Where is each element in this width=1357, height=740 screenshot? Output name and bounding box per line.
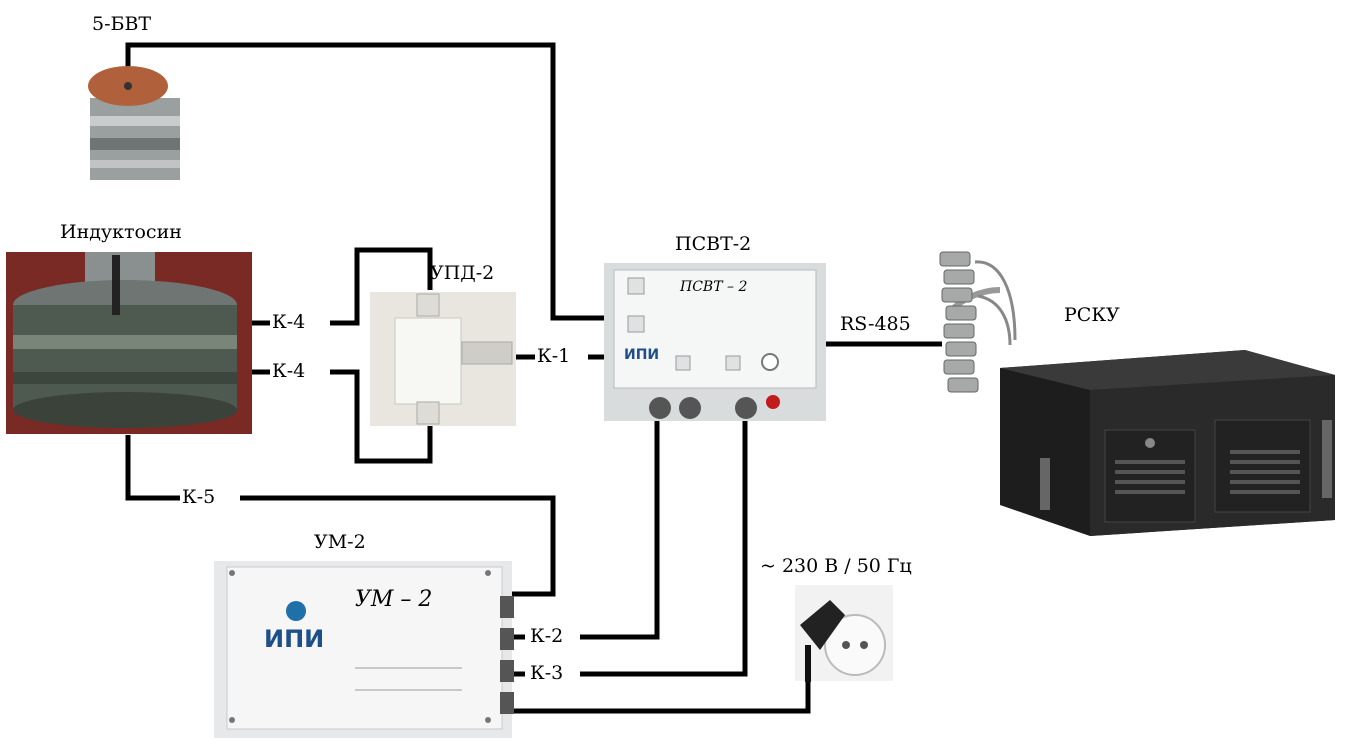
cable-label-k2: К-2 [528,625,565,647]
cable-label-k5: К-5 [180,486,217,508]
power-socket-image [795,585,893,682]
psvt2-title: ПСВТ-2 [675,233,751,255]
cable-label-k4-top: К-4 [270,311,307,333]
bvt-title: 5-БВТ [92,13,151,35]
um2-panel-title: УМ – 2 [355,589,432,611]
pcku-image [1000,350,1335,536]
upd2-image [370,292,516,426]
pcku-title: РСКУ [1064,304,1120,326]
cable-k2-b [580,420,657,637]
cable-k5-a [128,435,180,498]
psvt2-panel-title: ПСВТ – 2 [680,276,747,298]
cable-power [512,682,808,711]
bvt-sensor-image [88,66,180,180]
inductosin-image [6,252,252,434]
power-label: ~ 230 В / 50 Гц [760,555,912,577]
um2-title: УМ-2 [314,531,366,553]
um2-logo: ИПИ [264,628,324,650]
inductosin-title: Индуктосин [60,221,182,243]
cable-label-k3: К-3 [528,662,565,684]
psvt2-logo: ИПИ [624,344,659,366]
upd2-title: УПД-2 [430,262,494,284]
cable-label-k1: К-1 [535,345,572,367]
cable-label-rs485: RS-485 [838,313,913,335]
cable-label-k4-bottom: К-4 [270,360,307,382]
